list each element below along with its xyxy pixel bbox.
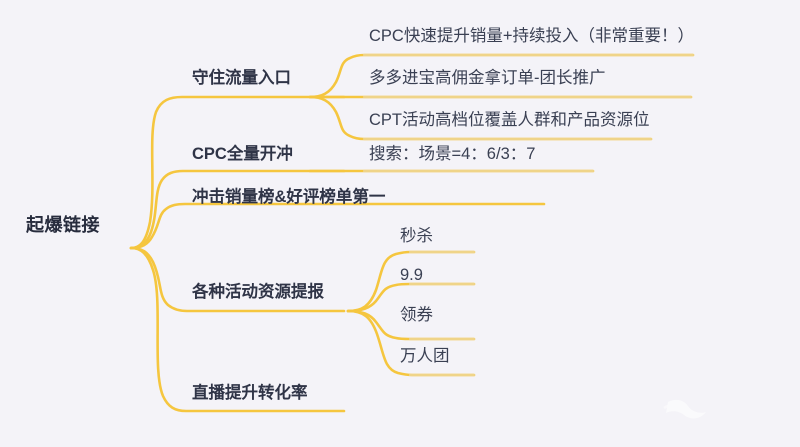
leaf-node-cpt-huodong-gaodangwei[interactable]: CPT活动高档位覆盖人群和产品资源位 [369, 111, 650, 129]
branch-node-gezhong-huodong-ziyuan-tibao[interactable]: 各种活动资源提报 [192, 283, 324, 301]
leaf-node-nine-nine[interactable]: 9.9 [400, 266, 423, 284]
branch-node-chongji-xiaoliangbang[interactable]: 冲击销量榜&好评榜单第一 [192, 188, 386, 206]
leaf-node-wanrentuan[interactable]: 万人团 [400, 347, 450, 365]
root-node[interactable]: 起爆链接 [26, 215, 100, 235]
leaf-node-duoduo-jinbao-gaoyongjin[interactable]: 多多进宝高佣金拿订单-团长推广 [369, 69, 606, 87]
connector-root-branch-4 [129, 246, 346, 313]
leaf-node-sousuo-changjing[interactable]: 搜索：场景=4：6/3：7 [369, 145, 536, 163]
watermark-icon [663, 399, 706, 419]
connector-root-branch-1 [129, 95, 346, 250]
connector-root-branch-2 [129, 169, 346, 250]
connector-root-branch-3 [129, 202, 546, 250]
leaf-node-miaosha[interactable]: 秒杀 [400, 227, 433, 245]
leaf-node-lingquan[interactable]: 领券 [400, 306, 433, 324]
branch-node-zhibo-tisheng-zhuanhualv[interactable]: 直播提升转化率 [192, 384, 308, 402]
branch-node-shouzhu-liuliang-rukou[interactable]: 守住流量入口 [192, 69, 291, 87]
leaf-node-cpc-kuaisu-tisheng-xiaoliang[interactable]: CPC快速提升销量+持续投入（非常重要！） [369, 27, 694, 45]
branch-node-cpc-quanliang-kaichong[interactable]: CPC全量开冲 [192, 145, 293, 163]
